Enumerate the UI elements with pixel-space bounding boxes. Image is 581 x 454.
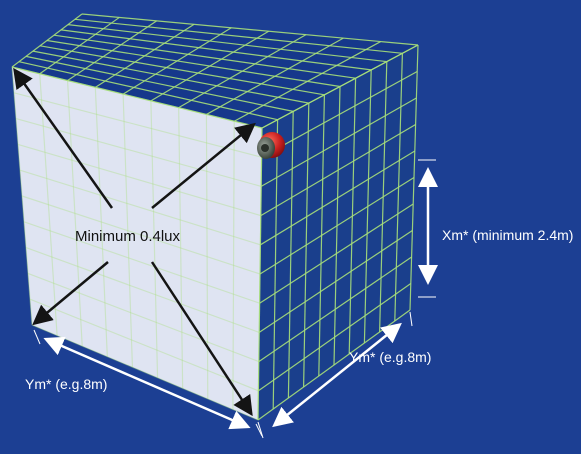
depth-label: Ym* (e.g.8m) [349, 349, 431, 365]
side-grid-line [258, 230, 413, 333]
arrow-to-top-right [151, 122, 256, 209]
width-label: Ym* (e.g.8m) [25, 376, 107, 392]
front-grid-line [25, 247, 260, 333]
front-grid-line [150, 100, 159, 378]
cube-top-face [12, 14, 418, 128]
top-grid-line [74, 18, 403, 54]
top-grid-line [60, 29, 372, 71]
front-grid-line [11, 66, 33, 326]
front-grid-line [122, 94, 134, 368]
top-grid-line [11, 66, 263, 129]
top-grid-line [25, 55, 294, 112]
side-grid-line [260, 123, 416, 217]
lux-label: Minimum 0.4lux [75, 228, 181, 245]
side-grid-line [260, 97, 417, 187]
top-grid-line [81, 13, 419, 46]
top-grid-line [67, 24, 387, 63]
front-grid-line [39, 73, 58, 336]
arrow-to-bottom-left [32, 261, 109, 326]
front-grid-line [13, 92, 262, 158]
width-dimension-arrow [43, 336, 251, 430]
top-grid-line [18, 61, 278, 121]
height-label: Xm* (minimum 2.4m) [442, 227, 573, 243]
front-grid-line [19, 169, 261, 246]
front-grid-line [66, 80, 83, 347]
dimension-lines [33, 159, 438, 439]
top-grid-line [32, 50, 309, 104]
camera-icon [257, 132, 285, 159]
top-grid-line [53, 34, 356, 79]
side-grid-line [259, 203, 414, 304]
side-grid-line [260, 150, 416, 246]
arrow-to-top-left [13, 67, 114, 209]
front-grid-line [17, 143, 261, 217]
top-grid-line [46, 39, 341, 88]
side-grid-line [261, 70, 418, 158]
side-grid-line [259, 176, 415, 275]
depth-dimension-arrow [272, 322, 402, 428]
front-grid-line [21, 195, 261, 275]
top-grid-line [39, 45, 325, 96]
front-grid-line [23, 221, 260, 304]
front-grid-line [94, 87, 108, 357]
